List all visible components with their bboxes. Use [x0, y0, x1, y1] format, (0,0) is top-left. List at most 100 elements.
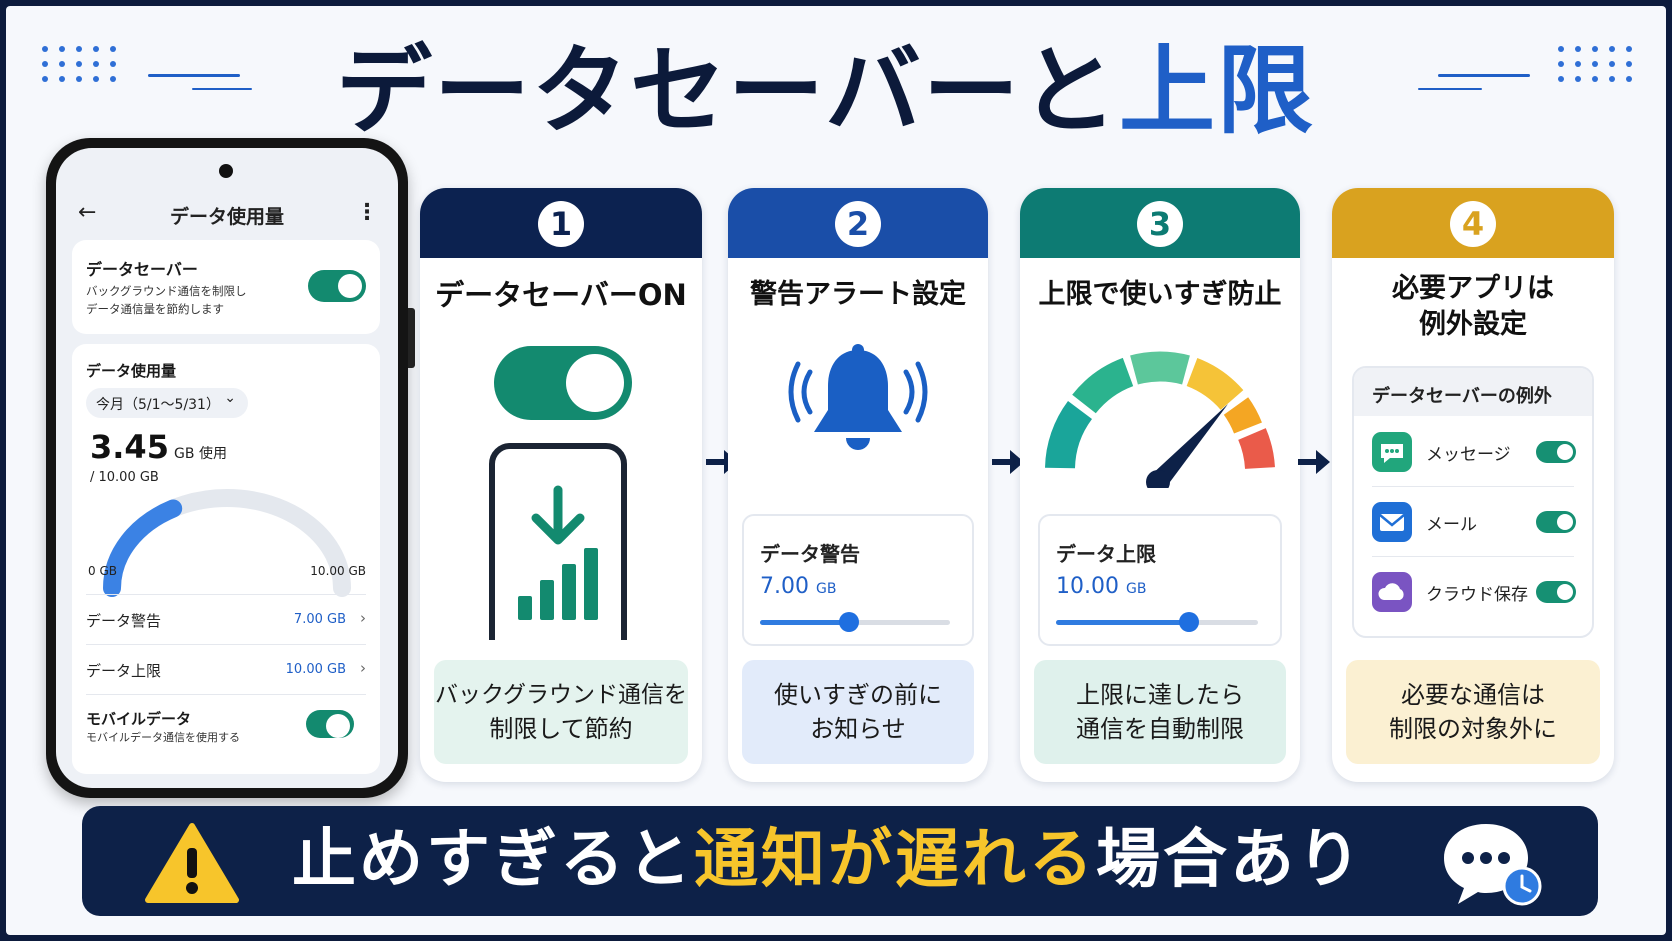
big-toggle-icon [494, 346, 632, 420]
banner-text: 止めすぎると通知が遅れる場合あり [292, 820, 1364, 900]
row-data-limit[interactable]: データ上限 10.00 GB › [72, 646, 380, 694]
limit-slider[interactable] [1056, 612, 1258, 632]
row-value: 10.00 GB [285, 662, 346, 677]
warning-icon [145, 823, 239, 903]
limit-setting-card[interactable]: データ上限 10.00 GB [1038, 514, 1282, 646]
mobile-data-title: モバイルデータ [86, 710, 192, 728]
card-value: 10.00 GB [1056, 574, 1147, 599]
phone-mockup: ← データ使用量 ⋮ データセーバー バックグラウンド通信を制限し データ通信量… [46, 138, 415, 798]
step-number: 3 [1137, 201, 1183, 247]
slider-thumb[interactable] [1179, 612, 1200, 632]
app-name: メッセージ [1426, 445, 1511, 465]
chevron-right-icon: › [360, 609, 366, 627]
step-footer-line-1: 使いすぎの前に [774, 681, 942, 709]
row-divider [86, 644, 366, 645]
step-number: 1 [538, 201, 584, 247]
row-mobile-data[interactable]: モバイルデータ モバイルデータ通信を使用する [72, 696, 380, 756]
exception-list-card: データセーバーの例外 メッセージ メール [1352, 366, 1594, 638]
app-exception-toggle[interactable] [1536, 511, 1576, 533]
row-value: 7.00 GB [293, 612, 346, 627]
chevron-right-icon: › [360, 659, 366, 677]
step-title-line-1: 必要アプリは [1392, 273, 1554, 304]
step-footer-line-1: バックグラウンド通信を [434, 682, 688, 708]
step-card-4: 4 必要アプリは 例外設定 データセーバーの例外 メッセージ メール [1332, 188, 1614, 782]
phone-side-button [408, 308, 415, 368]
phone-header: ← データ使用量 ⋮ [56, 196, 398, 236]
step-footer-line-2: 制限の対象外に [1389, 715, 1557, 743]
data-saver-desc-2: データ通信量を節約します [86, 302, 224, 316]
data-saver-desc-1: バックグラウンド通信を制限し [86, 284, 247, 298]
chevron-down-icon: ⌄ [224, 390, 236, 406]
step-title: 上限で使いすぎ防止 [1038, 279, 1282, 310]
step-footer: 上限に達したら 通信を自動制限 [1034, 660, 1286, 764]
app-exception-toggle[interactable] [1536, 441, 1576, 463]
title-accent: 上限 [1119, 35, 1316, 147]
dots-decoration-left [42, 46, 118, 82]
title-main: データセーバーと [336, 35, 1120, 147]
period-selector[interactable]: 今月（5/1〜5/31） ⌄ [86, 388, 248, 418]
speedometer-icon [1045, 351, 1275, 488]
warning-slider[interactable] [760, 612, 950, 632]
step-footer-line-1: 上限に達したら [1076, 681, 1244, 709]
row-divider [86, 594, 366, 595]
step-title-line-2: 例外設定 [1419, 309, 1527, 340]
row-label: データ警告 [86, 612, 162, 630]
mobile-data-toggle[interactable] [306, 710, 354, 738]
row-divider [1372, 486, 1574, 487]
used-amount: 3.45 GB 使用 [90, 428, 227, 466]
data-saver-toggle[interactable] [308, 270, 366, 302]
step-header: 3 [1020, 188, 1300, 258]
step-number: 4 [1450, 201, 1496, 247]
axis-max-label: 10.00 GB [310, 564, 366, 578]
row-divider [86, 694, 366, 695]
infographic-canvas: データセーバーと上限 ← データ使用量 ⋮ データセーバー バックグラウンド通信… [6, 6, 1666, 935]
step-title: 警告アラート設定 [750, 279, 966, 310]
list-item[interactable]: メール [1354, 488, 1592, 556]
list-item[interactable]: クラウド保存 [1354, 558, 1592, 626]
bell-alert-icon [788, 344, 928, 450]
page-title: データセーバーと上限 [336, 36, 1386, 146]
arrow-right-icon [992, 450, 1024, 474]
line-decoration-left-1 [148, 74, 240, 77]
step-title: データセーバーON [435, 278, 687, 312]
banner-part-2: 場合あり [1096, 823, 1364, 897]
line-decoration-right-2 [1418, 88, 1482, 90]
more-options-icon[interactable]: ⋮ [356, 200, 378, 225]
chat-icon [1372, 432, 1412, 472]
step-footer-line-2: お知らせ [810, 715, 906, 743]
row-data-warning[interactable]: データ警告 7.00 GB › [72, 596, 380, 644]
step-card-2: 2 警告アラート設定 データ警告 7.00 GB 使いすぎの前に お知らせ [728, 188, 988, 782]
cloud-icon [1372, 572, 1412, 612]
list-item[interactable]: メッセージ [1354, 418, 1592, 486]
slider-fill [760, 620, 850, 625]
card-value: 7.00 GB [760, 574, 837, 599]
mobile-data-desc: モバイルデータ通信を使用する [86, 731, 240, 744]
data-saver-card[interactable]: データセーバー バックグラウンド通信を制限し データ通信量を節約します [72, 240, 380, 334]
step-card-3: 3 上限で使いすぎ防止 データ上限 10.00 GB 上限に達したら 通信を自動… [1020, 188, 1300, 782]
line-decoration-right-1 [1438, 74, 1530, 77]
app-name: クラウド保存 [1426, 585, 1528, 605]
row-label: データ上限 [86, 662, 162, 680]
back-arrow-icon[interactable]: ← [78, 200, 97, 225]
used-value: 3.45 [90, 428, 169, 466]
warning-banner: 止めすぎると通知が遅れる場合あり [82, 806, 1598, 916]
exception-list-title: データセーバーの例外 [1354, 368, 1592, 416]
total-amount: / 10.00 GB [90, 470, 159, 485]
arrow-right-icon [1298, 450, 1330, 474]
slider-thumb[interactable] [839, 612, 860, 632]
step-footer-line-2: 通信を自動制限 [1076, 715, 1244, 743]
card-label: データ上限 [1056, 542, 1156, 566]
step-footer-line-1: 必要な通信は [1401, 681, 1545, 709]
period-label: 今月（5/1〜5/31） [96, 397, 220, 413]
mail-icon [1372, 502, 1412, 542]
axis-min-label: 0 GB [88, 564, 117, 578]
phone-screen: ← データ使用量 ⋮ データセーバー バックグラウンド通信を制限し データ通信量… [56, 148, 398, 788]
usage-gauge-fill [103, 499, 183, 597]
banner-highlight: 通知が遅れる [694, 823, 1096, 897]
app-name: メール [1426, 515, 1477, 535]
usage-title: データ使用量 [86, 362, 177, 380]
slider-fill [1056, 620, 1190, 625]
line-decoration-left-2 [192, 88, 252, 90]
app-exception-toggle[interactable] [1536, 581, 1576, 603]
warning-setting-card[interactable]: データ警告 7.00 GB [742, 514, 974, 646]
